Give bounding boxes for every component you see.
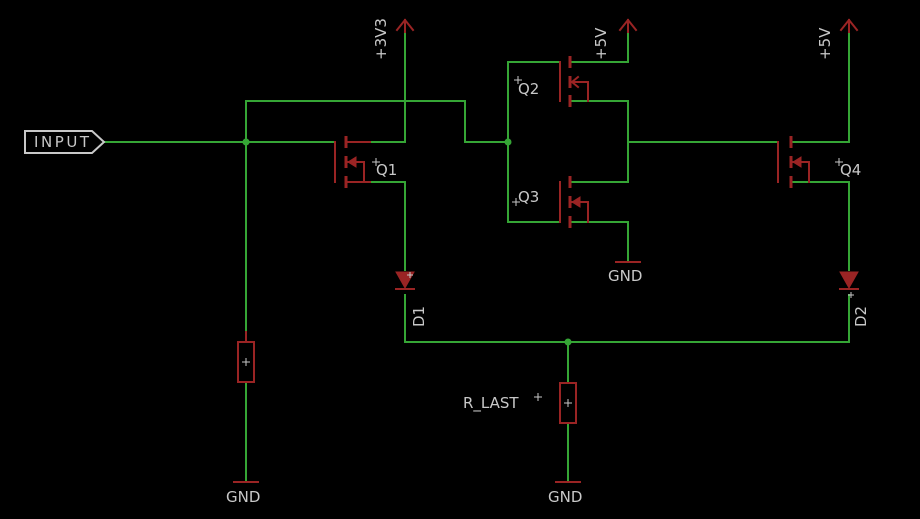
resistor-rlast-label: R_LAST — [463, 394, 519, 413]
mosfet-q2-arrow — [570, 75, 580, 89]
mosfet-q2-label: Q2 — [518, 80, 539, 98]
gnd-q3-label: GND — [608, 267, 642, 285]
wire-d-bus — [404, 294, 850, 343]
wire-q2-5v — [569, 31, 629, 63]
junction-d-bus — [564, 338, 572, 346]
supply-3v3-label: +3V3 — [372, 18, 390, 60]
resistor-input-origin — [242, 358, 250, 366]
mosfet-q3-label: Q3 — [518, 188, 539, 206]
mosfet-q4[interactable]: Q4 — [777, 136, 861, 188]
gnd-mid-label: GND — [548, 488, 582, 506]
resistor-input-body — [237, 341, 255, 383]
mosfet-q4-arrow — [792, 156, 802, 168]
gnd-left[interactable]: GND — [226, 481, 260, 506]
gnd-left-label: GND — [226, 488, 260, 506]
diode-d1-triangle — [395, 271, 415, 290]
diode-d1-origin — [407, 272, 413, 278]
gnd-q3[interactable]: GND — [608, 261, 642, 285]
input-port-outline — [24, 130, 106, 154]
supply-5v-q2[interactable]: +5V — [592, 18, 638, 60]
wire-q1-d1 — [345, 181, 406, 271]
mosfet-q1-origin — [372, 158, 380, 166]
diode-d1[interactable]: D1 — [395, 271, 428, 327]
supply-3v3[interactable]: +3V3 — [372, 18, 415, 60]
gnd-mid[interactable]: GND — [548, 481, 582, 506]
mosfet-q1-arrow — [347, 156, 357, 168]
resistor-rlast[interactable]: R_LAST — [463, 382, 577, 424]
diode-d1-label: D1 — [410, 306, 428, 327]
mosfet-q4-origin — [835, 158, 843, 166]
mosfet-q3[interactable]: Q3 — [512, 176, 589, 228]
supply-5v-q4-label: +5V — [816, 27, 834, 60]
resistor-rlast-label-origin — [534, 393, 542, 401]
wire-q4-5v — [790, 31, 850, 143]
mosfet-q2[interactable]: Q2 — [514, 56, 589, 107]
resistor-input[interactable] — [237, 331, 255, 383]
resistor-rlast-origin — [564, 399, 572, 407]
input-port[interactable]: INPUT — [24, 130, 106, 154]
mosfet-q3-origin — [512, 198, 520, 206]
wire-q4-d2 — [790, 181, 850, 271]
mosfet-q1-label: Q1 — [376, 161, 397, 179]
mosfet-q4-label: Q4 — [840, 161, 861, 179]
wire-q3-gnd — [569, 221, 629, 263]
input-port-label: INPUT — [34, 133, 90, 151]
junctions — [242, 138, 572, 346]
nets — [103, 31, 850, 483]
supply-5v-q4[interactable]: +5V — [816, 18, 859, 60]
diode-d2-origin — [848, 292, 854, 298]
junction-input — [242, 138, 250, 146]
diode-d2-label: D2 — [852, 306, 870, 327]
wire-input-to-gates — [245, 100, 509, 143]
mosfet-q3-arrow — [571, 196, 581, 208]
junction-gates — [504, 138, 512, 146]
mosfet-q1[interactable]: Q1 — [334, 136, 397, 188]
resistor-rlast-body — [559, 382, 577, 424]
mosfet-q2-body — [569, 81, 589, 102]
diode-d2[interactable]: D2 — [839, 271, 870, 327]
diode-d2-triangle — [839, 271, 859, 290]
wire-pushpull-out — [569, 100, 629, 183]
mosfet-q2-origin — [514, 76, 522, 84]
supply-5v-q2-label: +5V — [592, 27, 610, 60]
